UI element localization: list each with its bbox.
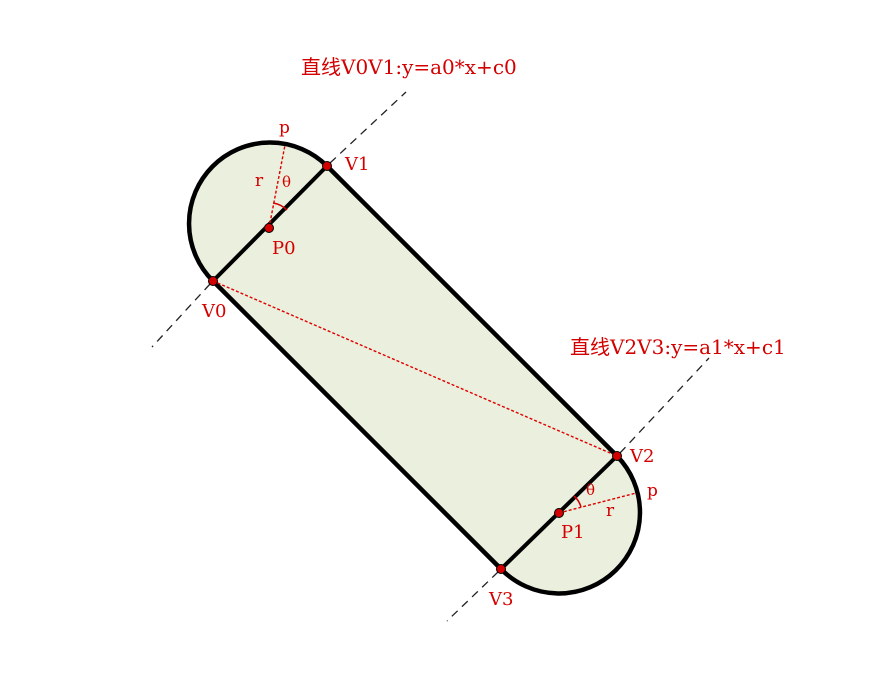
label-theta-bottom: θ: [586, 481, 596, 499]
point-v1: [322, 161, 332, 171]
label-v2: V2: [630, 446, 655, 467]
angle-arc-top: [272, 202, 288, 211]
dotted-radius-p1: [558, 492, 637, 514]
label-p1: P1: [561, 522, 585, 543]
dashed-line-v2v3-lower: [446, 571, 499, 622]
dotted-line-v0-v2: [212, 280, 618, 457]
label-v0: V0: [202, 301, 227, 322]
label-r-top: r: [255, 171, 264, 191]
dashed-line-v0v1-upper: [329, 91, 407, 164]
label-r-bottom: r: [606, 501, 615, 521]
dotted-radius-p0: [268, 144, 286, 229]
line-v0v1-equation: 直线V0V1:y=a0*x+c0: [301, 55, 517, 79]
line-v2v3-equation: 直线V2V3:y=a1*x+c1: [570, 335, 786, 359]
point-p1: [554, 508, 564, 518]
point-v2: [612, 451, 622, 461]
label-v3: V3: [489, 589, 514, 610]
label-p0: P0: [272, 238, 296, 259]
dashed-line-v0v1-lower: [151, 283, 211, 348]
point-v0: [208, 276, 218, 286]
dashed-line-v2v3-upper: [619, 357, 710, 454]
point-p0: [264, 223, 274, 233]
label-v1: V1: [345, 154, 370, 175]
label-p-top: p: [279, 118, 290, 138]
angle-arc-bottom: [573, 495, 582, 508]
label-p-bottom: p: [647, 481, 658, 501]
point-v3: [496, 564, 506, 574]
label-theta-top: θ: [282, 173, 292, 191]
